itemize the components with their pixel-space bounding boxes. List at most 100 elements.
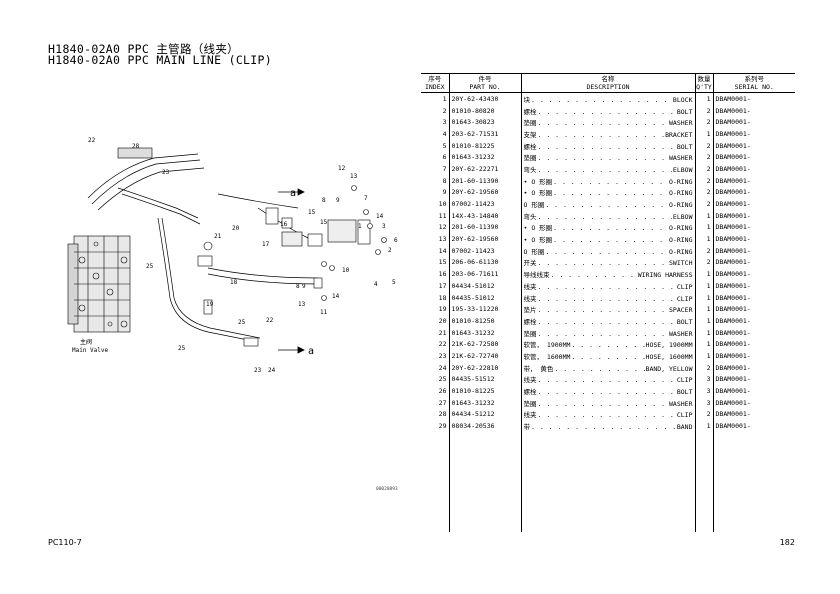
cell-index: 3 (442, 118, 447, 127)
cell-description: 螺栓. . . . . . . . . . . . . . . . . . . … (520, 104, 695, 117)
description-en: WASHER (669, 119, 693, 128)
cell-index: 20 (438, 316, 447, 325)
cell-part-number: 201-60-11390 (448, 221, 521, 234)
cell-quantity: 1 (694, 268, 713, 280)
description-zh: • O 形圈 (523, 189, 553, 198)
cell-part-number: 04434-51012 (448, 280, 521, 292)
cell-index: 7 (442, 164, 447, 173)
cell-index: 12 (438, 223, 447, 232)
cell-part-number: 01643-31232 (448, 326, 521, 339)
header-desc-en: DESCRIPTION (520, 83, 695, 93)
description-en: BOLT (676, 388, 693, 397)
cell-part-number: 04435-51512 (448, 373, 521, 386)
cell-index: 15 (438, 258, 447, 267)
callout-1: 1 (358, 223, 362, 230)
cell-part-number: 201-60-11390 (448, 174, 521, 187)
description-en: BOLT (676, 317, 693, 326)
description-en: WIRING HARNESS (637, 271, 693, 280)
cell-description: 线夹. . . . . . . . . . . . . . . . . . . … (520, 291, 695, 304)
cell-index: 26 (438, 387, 447, 396)
cell-quantity: 1 (694, 420, 713, 432)
description-zh: 垫圈 (523, 399, 537, 408)
cell-quantity: 2 (694, 186, 713, 199)
cell-quantity: 1 (694, 350, 713, 362)
description-zh: O 形圈 (523, 201, 545, 210)
leader-dots: . . . . . . . . . . . . . . . . . . . . … (537, 107, 676, 116)
description-zh: 线夹 (523, 294, 537, 303)
callout-8: 8 (322, 197, 326, 204)
cell-index: 28 (438, 410, 447, 419)
callout-22: 22 (88, 137, 96, 144)
cell-description: • O 形圈. . . . . . . . . . . . . . . . . … (520, 186, 695, 199)
callout-10: 10 (342, 267, 350, 274)
description-en: WASHER (669, 399, 693, 408)
description-en: O-RING (669, 201, 693, 210)
cell-index: 8 (442, 176, 447, 185)
callout-23: 23 (162, 169, 170, 176)
description-en: HOSE, 1900MM (645, 341, 693, 350)
leader-dots: . . . . . . . . . . . . . . . . . . . . … (537, 399, 669, 408)
cell-serial-number: DBAM0001- (712, 338, 795, 351)
cell-part-number: 21K-62-72580 (448, 338, 521, 351)
callout-18: 18 (230, 279, 238, 286)
leader-dots: . . . . . . . . . . . . . . . . . . . . … (537, 388, 676, 397)
cell-serial-number: DBAM0001- (712, 268, 795, 280)
callout-20: 20 (232, 225, 240, 232)
cell-part-number: 01643-31232 (448, 396, 521, 409)
leader-dots: . . . . . . . . . . . . . . . . . . . . … (545, 247, 668, 256)
cell-description: 螺栓. . . . . . . . . . . . . . . . . . . … (520, 139, 695, 152)
description-zh: 软管， 1900MM (523, 341, 571, 350)
cell-quantity: 2 (694, 361, 713, 374)
cell-part-number: 203-06-71611 (448, 268, 521, 280)
cell-quantity: 2 (694, 244, 713, 257)
page-number: 182 (779, 538, 795, 547)
cell-serial-number: DBAM0001- (712, 315, 795, 327)
header-part-zh: 件号 (448, 73, 521, 83)
callout-25: 25 (146, 263, 154, 270)
cell-index: 18 (438, 293, 447, 302)
callout-12: 12 (338, 165, 346, 172)
callout-23b: 23 (254, 367, 262, 374)
cell-index: 14 (438, 246, 447, 255)
cell-quantity: 2 (694, 174, 713, 187)
description-en: O-RING (669, 177, 693, 186)
leader-dots: . . . . . . . . . . . . . . . . . . . . … (537, 376, 676, 385)
cell-quantity: 2 (694, 163, 713, 175)
cell-description: 带. . . . . . . . . . . . . . . . . . . .… (520, 420, 695, 432)
leader-dots: . . . . . . . . . . . . . . . . . . . . … (537, 317, 676, 326)
leader-dots: . . . . . . . . . . . . . . . . . . . . … (537, 130, 665, 139)
cell-description: 导线线束. . . . . . . . . . . . . . . . . . … (520, 268, 695, 280)
description-en: BLOCK (672, 95, 693, 104)
callout-15: 15 (308, 209, 316, 216)
cell-serial-number: DBAM0001- (712, 151, 795, 164)
description-zh: 带， 黄色 (523, 364, 554, 373)
description-zh: 开关 (523, 259, 537, 268)
cell-part-number: 04435-51012 (448, 291, 521, 304)
cell-index: 27 (438, 398, 447, 407)
cell-serial-number: DBAM0001- (712, 209, 795, 222)
cell-serial-number: DBAM0001- (712, 326, 795, 339)
description-zh: 垫圈 (523, 329, 537, 338)
filler-cell (448, 431, 521, 532)
cell-serial-number: DBAM0001- (712, 104, 795, 117)
cell-serial-number: DBAM0001- (712, 291, 795, 304)
main-valve-label-en: Main Valve (72, 347, 109, 354)
callout-17: 17 (262, 241, 270, 248)
cell-quantity: 3 (694, 373, 713, 386)
leader-dots: . . . . . . . . . . . . . . . . . . . . … (554, 364, 644, 373)
header-serial-en: SERIAL NO. (712, 83, 795, 93)
callout-labels: 1 2 3 4 5 6 7 8 8 9 9 10 11 12 13 13 14 … (72, 137, 398, 374)
cell-index: 2 (442, 106, 447, 115)
cell-quantity: 1 (694, 338, 713, 351)
cell-index: 5 (442, 141, 447, 150)
